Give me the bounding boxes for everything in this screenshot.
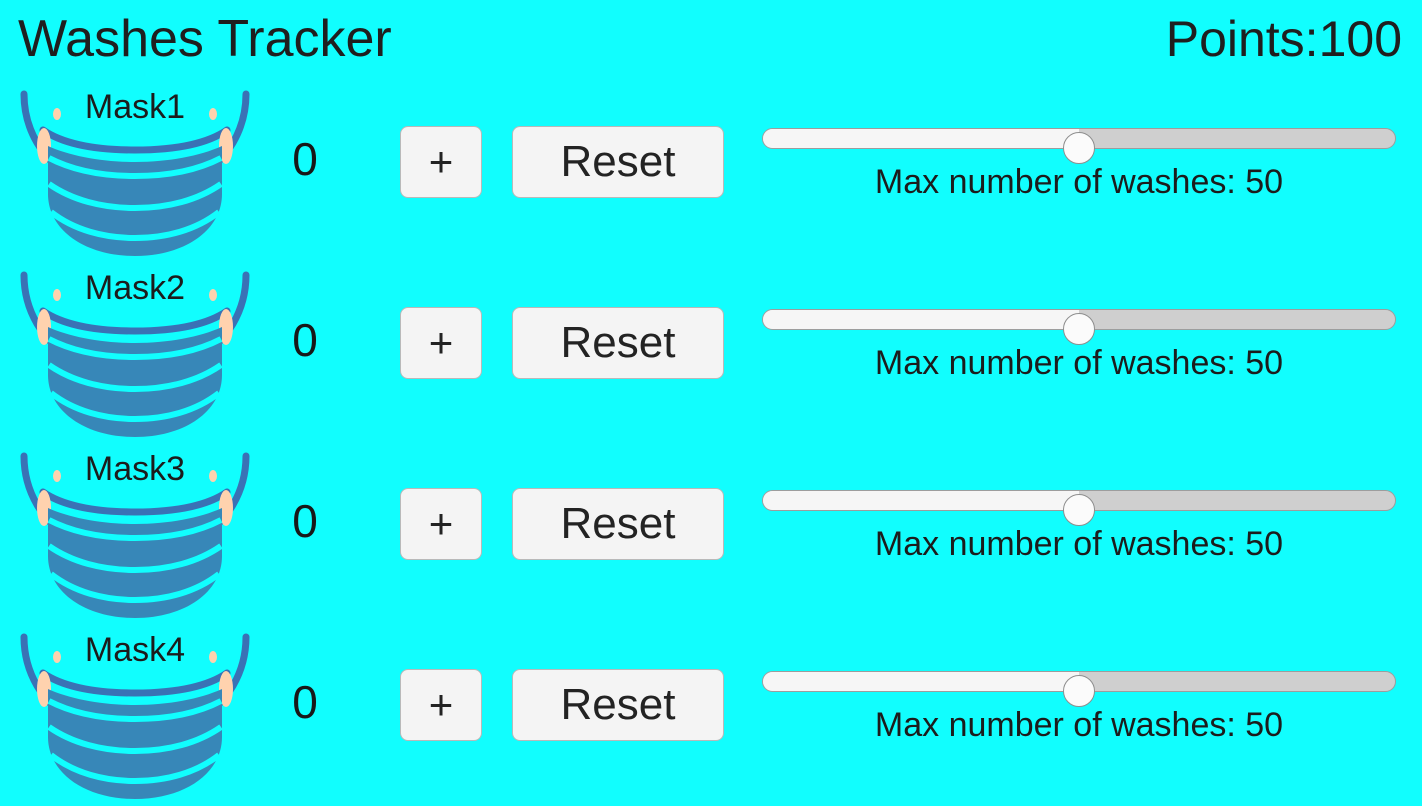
slider-thumb[interactable]: [1063, 132, 1095, 164]
face-mask-icon: [20, 452, 250, 618]
max-washes-slider-group: Max number of washes: 50: [762, 120, 1396, 216]
wash-count-value: 0: [292, 133, 318, 185]
mask-icon-cell[interactable]: Mask1: [10, 84, 260, 262]
max-washes-caption: Max number of washes: 50: [874, 163, 1284, 201]
mask-icon-cell[interactable]: Mask3: [10, 446, 260, 624]
mask-row: Mask4 0 + Reset Max number of washes: 50: [0, 625, 1422, 806]
mask-row: Mask3 0 + Reset Max number of washes: 50: [0, 444, 1422, 625]
reset-button[interactable]: Reset: [512, 488, 724, 560]
points-display: Points:100: [1165, 11, 1402, 67]
mask-row: Mask2 0 + Reset Max number of washes: 50: [0, 263, 1422, 444]
max-washes-slider[interactable]: [762, 309, 1396, 345]
mask-row-list: Mask1 0 + Reset Max number of washes: 50: [0, 82, 1422, 806]
increment-button[interactable]: +: [400, 669, 482, 741]
page-title: Washes Tracker: [18, 10, 392, 68]
app-header: Washes Tracker Points:100: [0, 0, 1422, 78]
slider-thumb[interactable]: [1063, 494, 1095, 526]
mask-row: Mask1 0 + Reset Max number of washes: 50: [0, 82, 1422, 263]
increment-button[interactable]: +: [400, 126, 482, 198]
mask-icon-cell[interactable]: Mask2: [10, 265, 260, 443]
face-mask-icon: [20, 271, 250, 437]
face-mask-icon: [20, 90, 250, 256]
face-mask-icon: [20, 633, 250, 799]
max-washes-slider-group: Max number of washes: 50: [762, 663, 1396, 759]
slider-thumb[interactable]: [1063, 675, 1095, 707]
max-washes-caption: Max number of washes: 50: [874, 706, 1284, 744]
wash-count-value: 0: [292, 676, 318, 728]
max-washes-slider[interactable]: [762, 490, 1396, 526]
max-washes-slider[interactable]: [762, 128, 1396, 164]
reset-button[interactable]: Reset: [512, 126, 724, 198]
mask-icon-cell[interactable]: Mask4: [10, 627, 260, 805]
wash-count-value: 0: [292, 495, 318, 547]
slider-fill: [763, 129, 1079, 148]
max-washes-slider-group: Max number of washes: 50: [762, 301, 1396, 397]
max-washes-slider-group: Max number of washes: 50: [762, 482, 1396, 578]
increment-button[interactable]: +: [400, 307, 482, 379]
max-washes-slider[interactable]: [762, 671, 1396, 707]
slider-fill: [763, 491, 1079, 510]
max-washes-caption: Max number of washes: 50: [874, 344, 1284, 382]
reset-button[interactable]: Reset: [512, 307, 724, 379]
wash-count-value: 0: [292, 314, 318, 366]
slider-fill: [763, 672, 1079, 691]
max-washes-caption: Max number of washes: 50: [874, 525, 1284, 563]
slider-fill: [763, 310, 1079, 329]
reset-button[interactable]: Reset: [512, 669, 724, 741]
slider-thumb[interactable]: [1063, 313, 1095, 345]
increment-button[interactable]: +: [400, 488, 482, 560]
